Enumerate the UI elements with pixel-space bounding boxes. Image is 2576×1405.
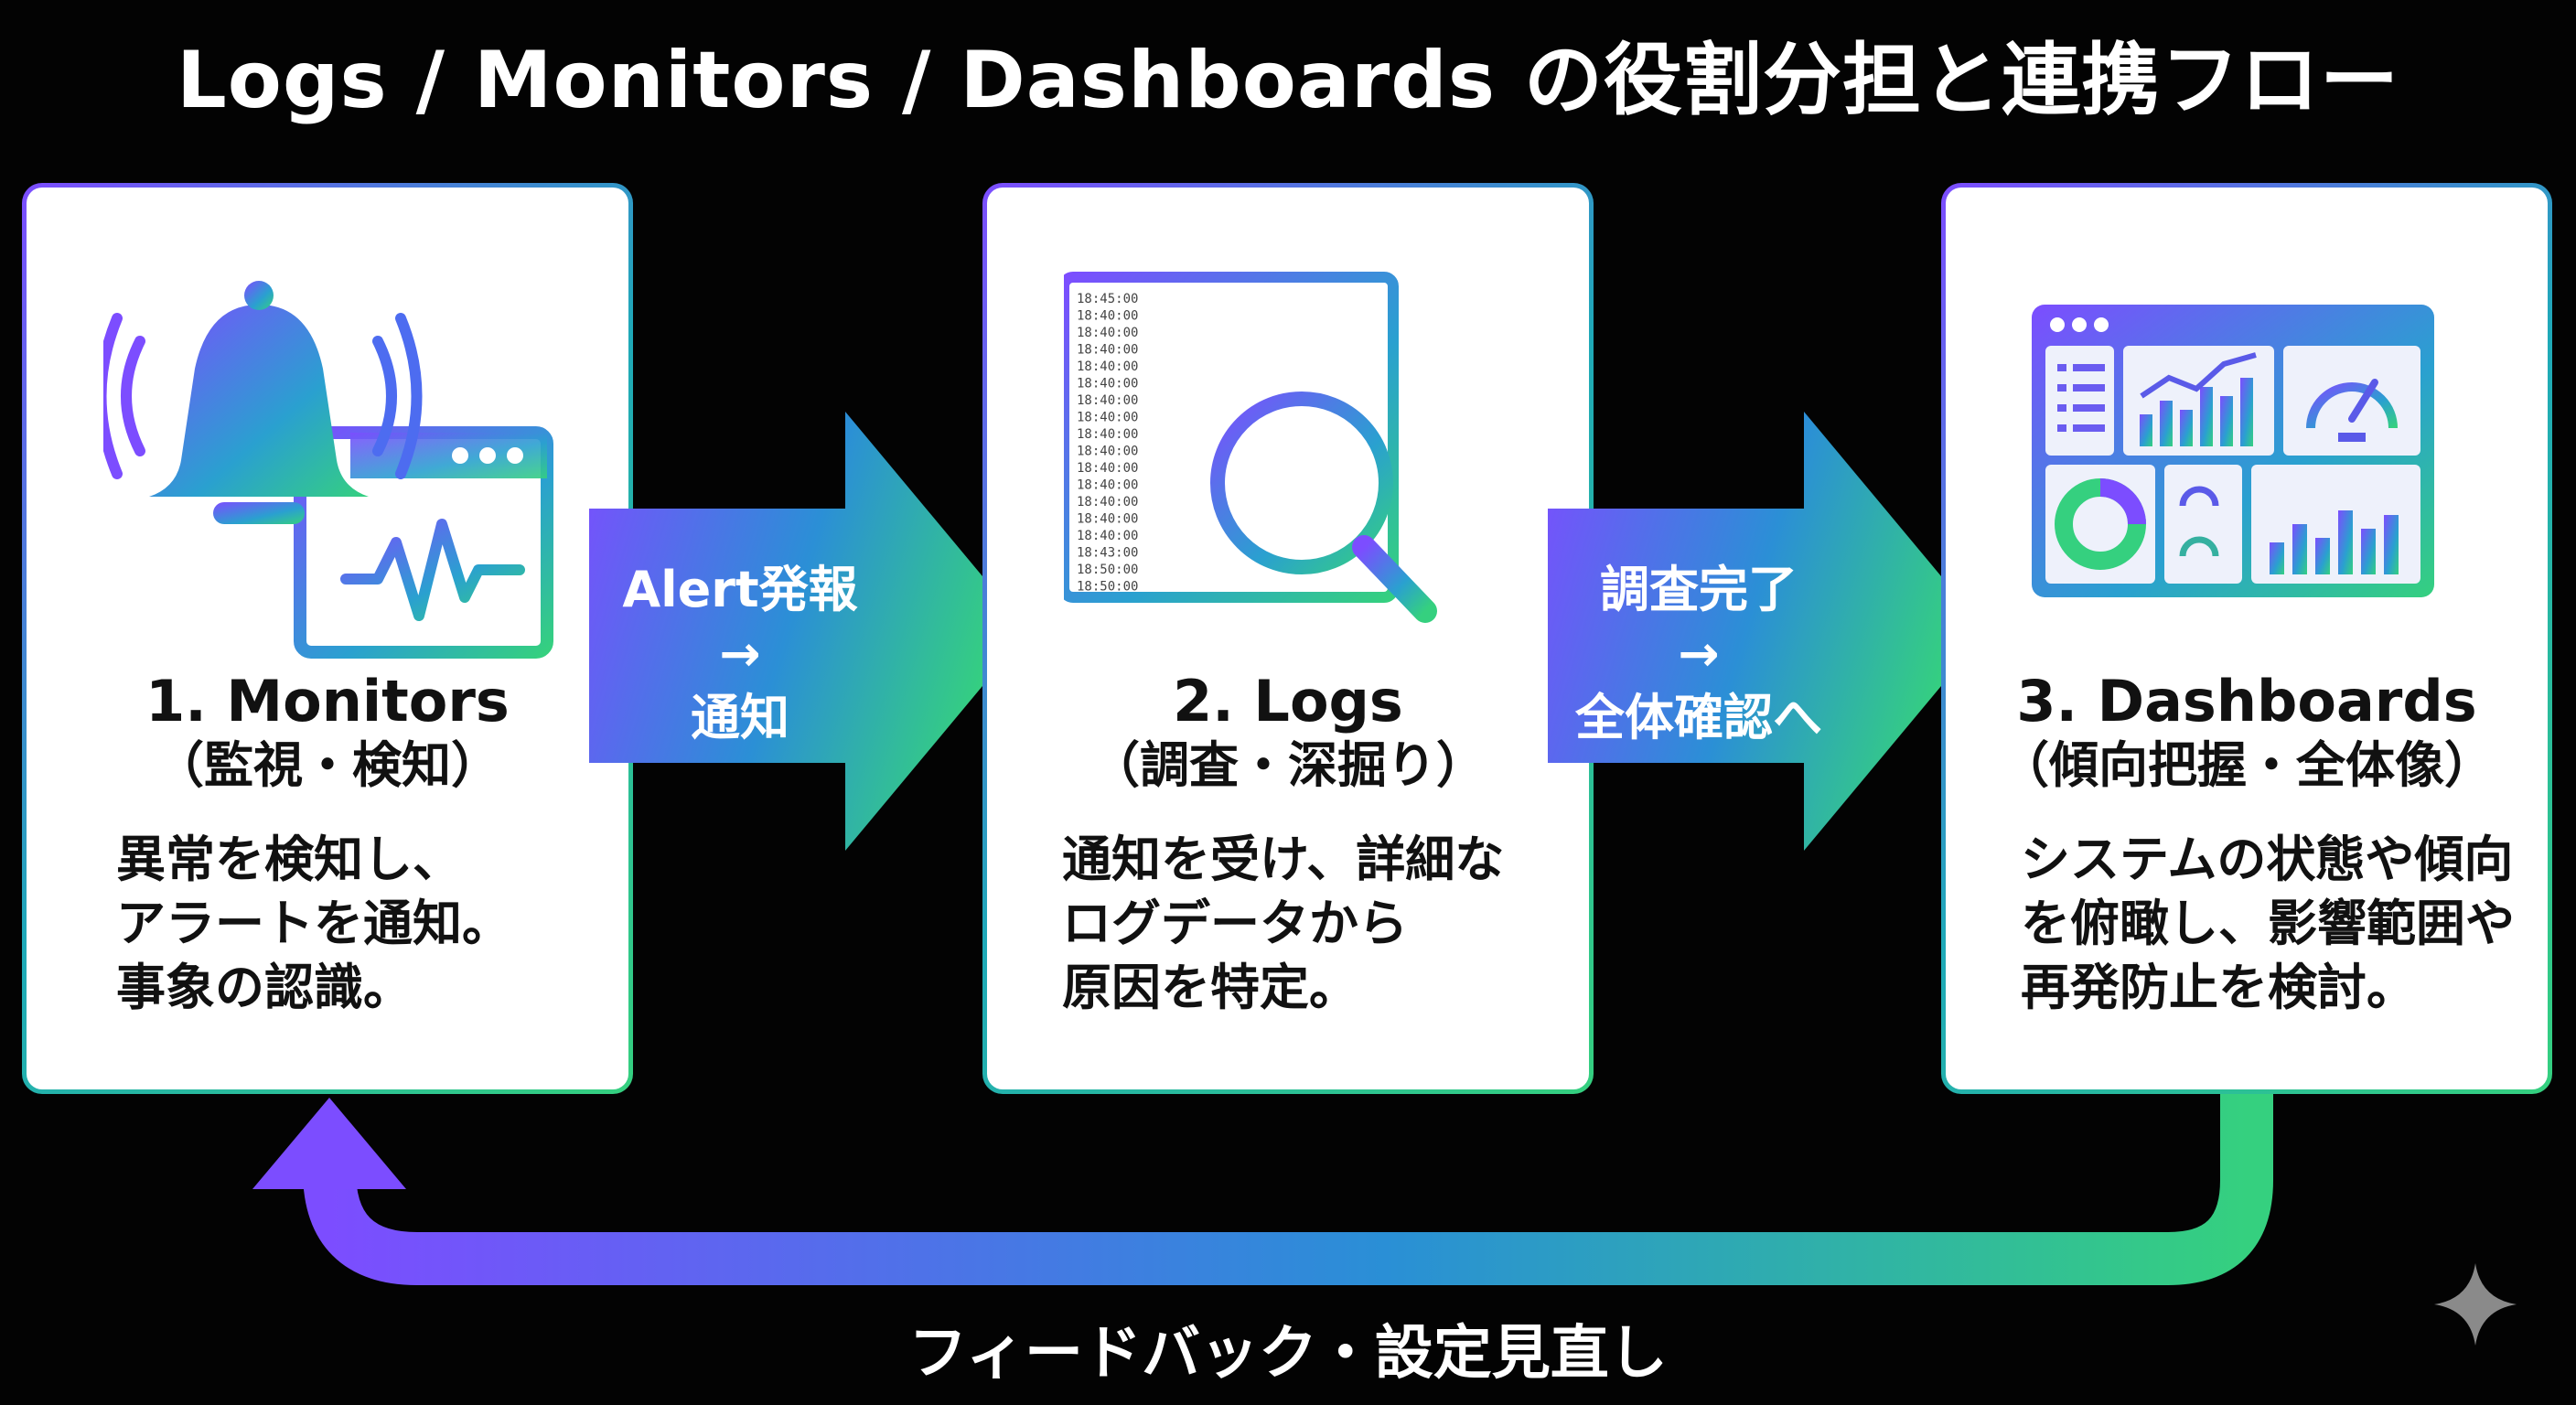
- log-timestamp: 18:40:00: [1077, 529, 1138, 543]
- log-timestamp: 18:40:00: [1077, 411, 1138, 425]
- log-timestamp: 18:40:00: [1077, 427, 1138, 442]
- log-timestamp: 18:40:00: [1077, 326, 1138, 340]
- log-timestamp: 18:40:00: [1077, 359, 1138, 374]
- card-title: 3. Dashboards: [2016, 668, 2477, 735]
- card-dashboards: 3. Dashboards （傾向把握・全体像） システムの状態や傾向 を俯瞰し…: [1941, 183, 2552, 1094]
- flow-arrow-alert: Alert発報 → 通知: [589, 412, 1028, 869]
- card-title: 2. Logs: [1173, 668, 1403, 735]
- description-line: 再発防止を検討。: [2021, 959, 2416, 1016]
- description-line: 原因を特定。: [1062, 959, 1358, 1016]
- log-timestamp: 18:40:00: [1077, 461, 1138, 476]
- description-line: 異常を検知し、: [116, 831, 462, 888]
- card-description: システムの状態や傾向 を俯瞰し、影響範囲や 再発防止を検討。: [2021, 828, 2515, 1020]
- arrow-label-line: 通知: [691, 689, 789, 746]
- log-search-icon: 18:45:0018:40:0018:40:0018:40:0018:40:00…: [1064, 272, 1437, 623]
- card-monitors: 1. Monitors （監視・検知） 異常を検知し、 アラートを通知。 事象の…: [22, 183, 633, 1094]
- description-line: 事象の認識。: [116, 959, 413, 1016]
- card-title: 1. Monitors: [145, 668, 510, 735]
- log-timestamp: 18:40:00: [1077, 343, 1138, 358]
- log-timestamp: 18:50:00: [1077, 580, 1138, 595]
- arrow-label-line: →: [1678, 625, 1720, 682]
- arrow-label-line: 調査完了: [1600, 561, 1798, 618]
- card-subtitle: （調査・深掘り）: [1090, 736, 1486, 794]
- flow-arrow-investigation-done: 調査完了 → 全体確認へ: [1548, 412, 1987, 869]
- arrow-label: Alert発報 → 通知: [589, 558, 891, 750]
- log-timestamp: 18:40:00: [1077, 377, 1138, 391]
- arrow-label-line: →: [719, 625, 761, 682]
- feedback-label: フィードバック・設定見直し: [908, 1320, 1668, 1388]
- sparkle-icon: [2434, 1263, 2517, 1346]
- log-timestamp: 18:40:00: [1077, 309, 1138, 324]
- description-line: を俯瞰し、影響範囲や: [2021, 895, 2515, 952]
- dashboard-icon: [2032, 305, 2434, 597]
- arrow-label-line: 全体確認へ: [1575, 689, 1822, 746]
- log-timestamp: 18:40:00: [1077, 393, 1138, 408]
- log-timestamp: 18:40:00: [1077, 478, 1138, 493]
- arrow-right-icon: [1548, 412, 1987, 851]
- description-line: ログデータから: [1062, 895, 1408, 952]
- card-subtitle: （監視・検知）: [155, 736, 500, 794]
- description-line: アラートを通知。: [116, 895, 511, 952]
- description-line: システムの状態や傾向: [2021, 831, 2514, 888]
- log-timestamp: 18:50:00: [1077, 563, 1138, 577]
- log-timestamp: 18:45:00: [1077, 292, 1138, 306]
- log-timestamp: 18:40:00: [1077, 495, 1138, 509]
- arrow-label-line: Alert発報: [622, 561, 858, 618]
- page-title: Logs / Monitors / Dashboards の役割分担と連携フロー: [177, 35, 2399, 126]
- arrow-right-icon: [589, 412, 1028, 851]
- log-timestamp: 18:43:00: [1077, 546, 1138, 561]
- arrow-label: 調査完了 → 全体確認へ: [1548, 558, 1850, 750]
- card-subtitle: （傾向把握・全体像）: [2000, 736, 2494, 794]
- description-line: 通知を受け、詳細な: [1062, 831, 1505, 888]
- card-description: 通知を受け、詳細な ログデータから 原因を特定。: [1062, 828, 1556, 1020]
- bell-monitor-icon: [103, 281, 553, 659]
- log-timestamp: 18:40:00: [1077, 445, 1138, 459]
- log-timestamp: 18:40:00: [1077, 512, 1138, 527]
- card-description: 異常を検知し、 アラートを通知。 事象の認識。: [116, 828, 610, 1020]
